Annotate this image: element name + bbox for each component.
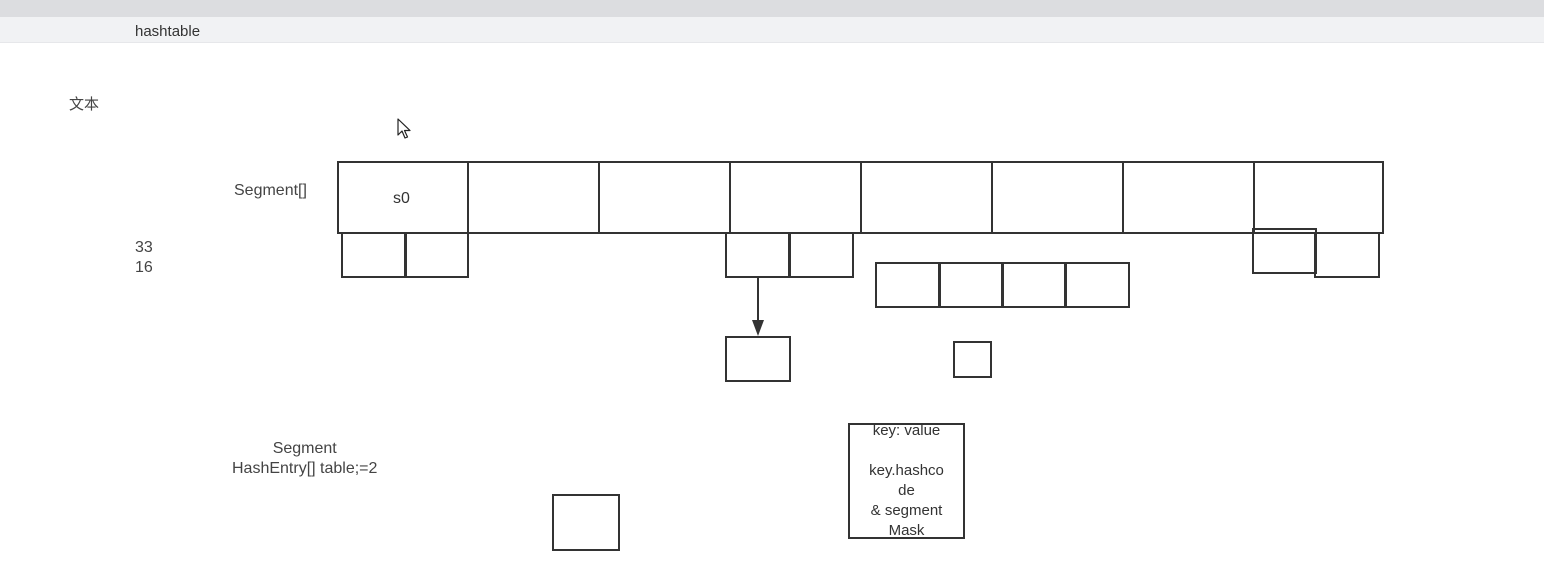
text-tool-label: 文本 (69, 96, 100, 113)
segment-cell-0-label: s0 (393, 190, 410, 207)
note-line-3: key.hashco (869, 462, 944, 479)
small-node-box[interactable] (953, 341, 992, 378)
hash-entry-s0-0[interactable] (341, 232, 407, 278)
note-line-2 (850, 441, 963, 461)
note-line-6: Mask (888, 522, 925, 539)
number-label-16: 16 (135, 259, 153, 276)
entry-node-box[interactable] (725, 336, 791, 382)
tab-bar: hashtable (0, 17, 1544, 43)
segment-box[interactable] (552, 494, 620, 551)
hash-entry-s3-0[interactable] (725, 232, 791, 278)
mouse-pointer-icon (397, 118, 411, 139)
diagram-canvas[interactable]: 文本 Segment[] 33 16 s0 Segment HashEntry[… (0, 43, 1544, 576)
arrow-to-node (752, 278, 764, 336)
hash-entry-s7-0[interactable] (1252, 228, 1317, 274)
segment-desc-line-1: Segment (272, 440, 337, 457)
segment-description: Segment HashEntry[] table;=2 (232, 439, 377, 479)
hash-entry-s0-1[interactable] (404, 232, 469, 278)
hash-entry-group-0[interactable] (875, 262, 941, 308)
segment-array-label: Segment[] (234, 182, 307, 199)
window-top-strip (0, 0, 1544, 17)
hash-entry-s3-1[interactable] (788, 232, 854, 278)
hash-entry-group-1[interactable] (938, 262, 1004, 308)
number-label-33: 33 (135, 239, 153, 256)
hash-note-box[interactable]: key: value key.hashco de & segment Mask (848, 423, 965, 539)
segment-desc-line-2: HashEntry[] table;=2 (232, 460, 378, 477)
note-line-5: & segment (870, 502, 943, 519)
hash-entry-group-2[interactable] (1001, 262, 1067, 308)
note-line-4: de (898, 482, 915, 499)
note-line-1: key: value (872, 423, 941, 439)
tab-title[interactable]: hashtable (135, 23, 201, 40)
hash-entry-group-3[interactable] (1064, 262, 1130, 308)
hash-entry-s7-1[interactable] (1314, 232, 1380, 278)
